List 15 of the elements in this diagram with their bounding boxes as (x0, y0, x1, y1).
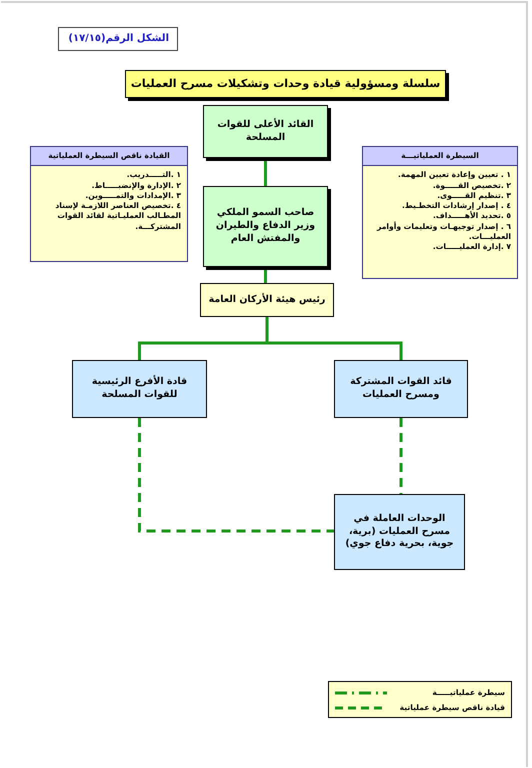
list-panel (362, 146, 518, 279)
connector-line (264, 161, 267, 186)
command-box: رئيس هيئة الأركان العامة (200, 283, 334, 317)
title-banner: سلسلة ومسؤولية قيادة وحدات وتشكيلات مسرح العمليات (125, 70, 446, 98)
list-panel (30, 146, 188, 262)
command-box: قائد القوات المشتركة ومسرح العمليات (334, 360, 468, 418)
connector-line (264, 270, 267, 283)
connector-line (400, 418, 402, 494)
connector-line (138, 418, 334, 532)
command-box: قادة الأفرع الرئيسية للقوات المسلحة (72, 360, 207, 418)
command-box: صاحب السمو الملكي وزير الدفاع والطيران والمفتش العام (203, 186, 328, 267)
connector-line (266, 317, 402, 360)
command-box: القائد الأعلى للقوات المسلحة (203, 105, 328, 158)
units-box: الوحدات العاملة في مسرح العمليات (برية، جوية، بحرية دفاع جوي) (334, 494, 465, 570)
figure-number: الشكل الرقم(١٧/١٥) (58, 27, 178, 51)
